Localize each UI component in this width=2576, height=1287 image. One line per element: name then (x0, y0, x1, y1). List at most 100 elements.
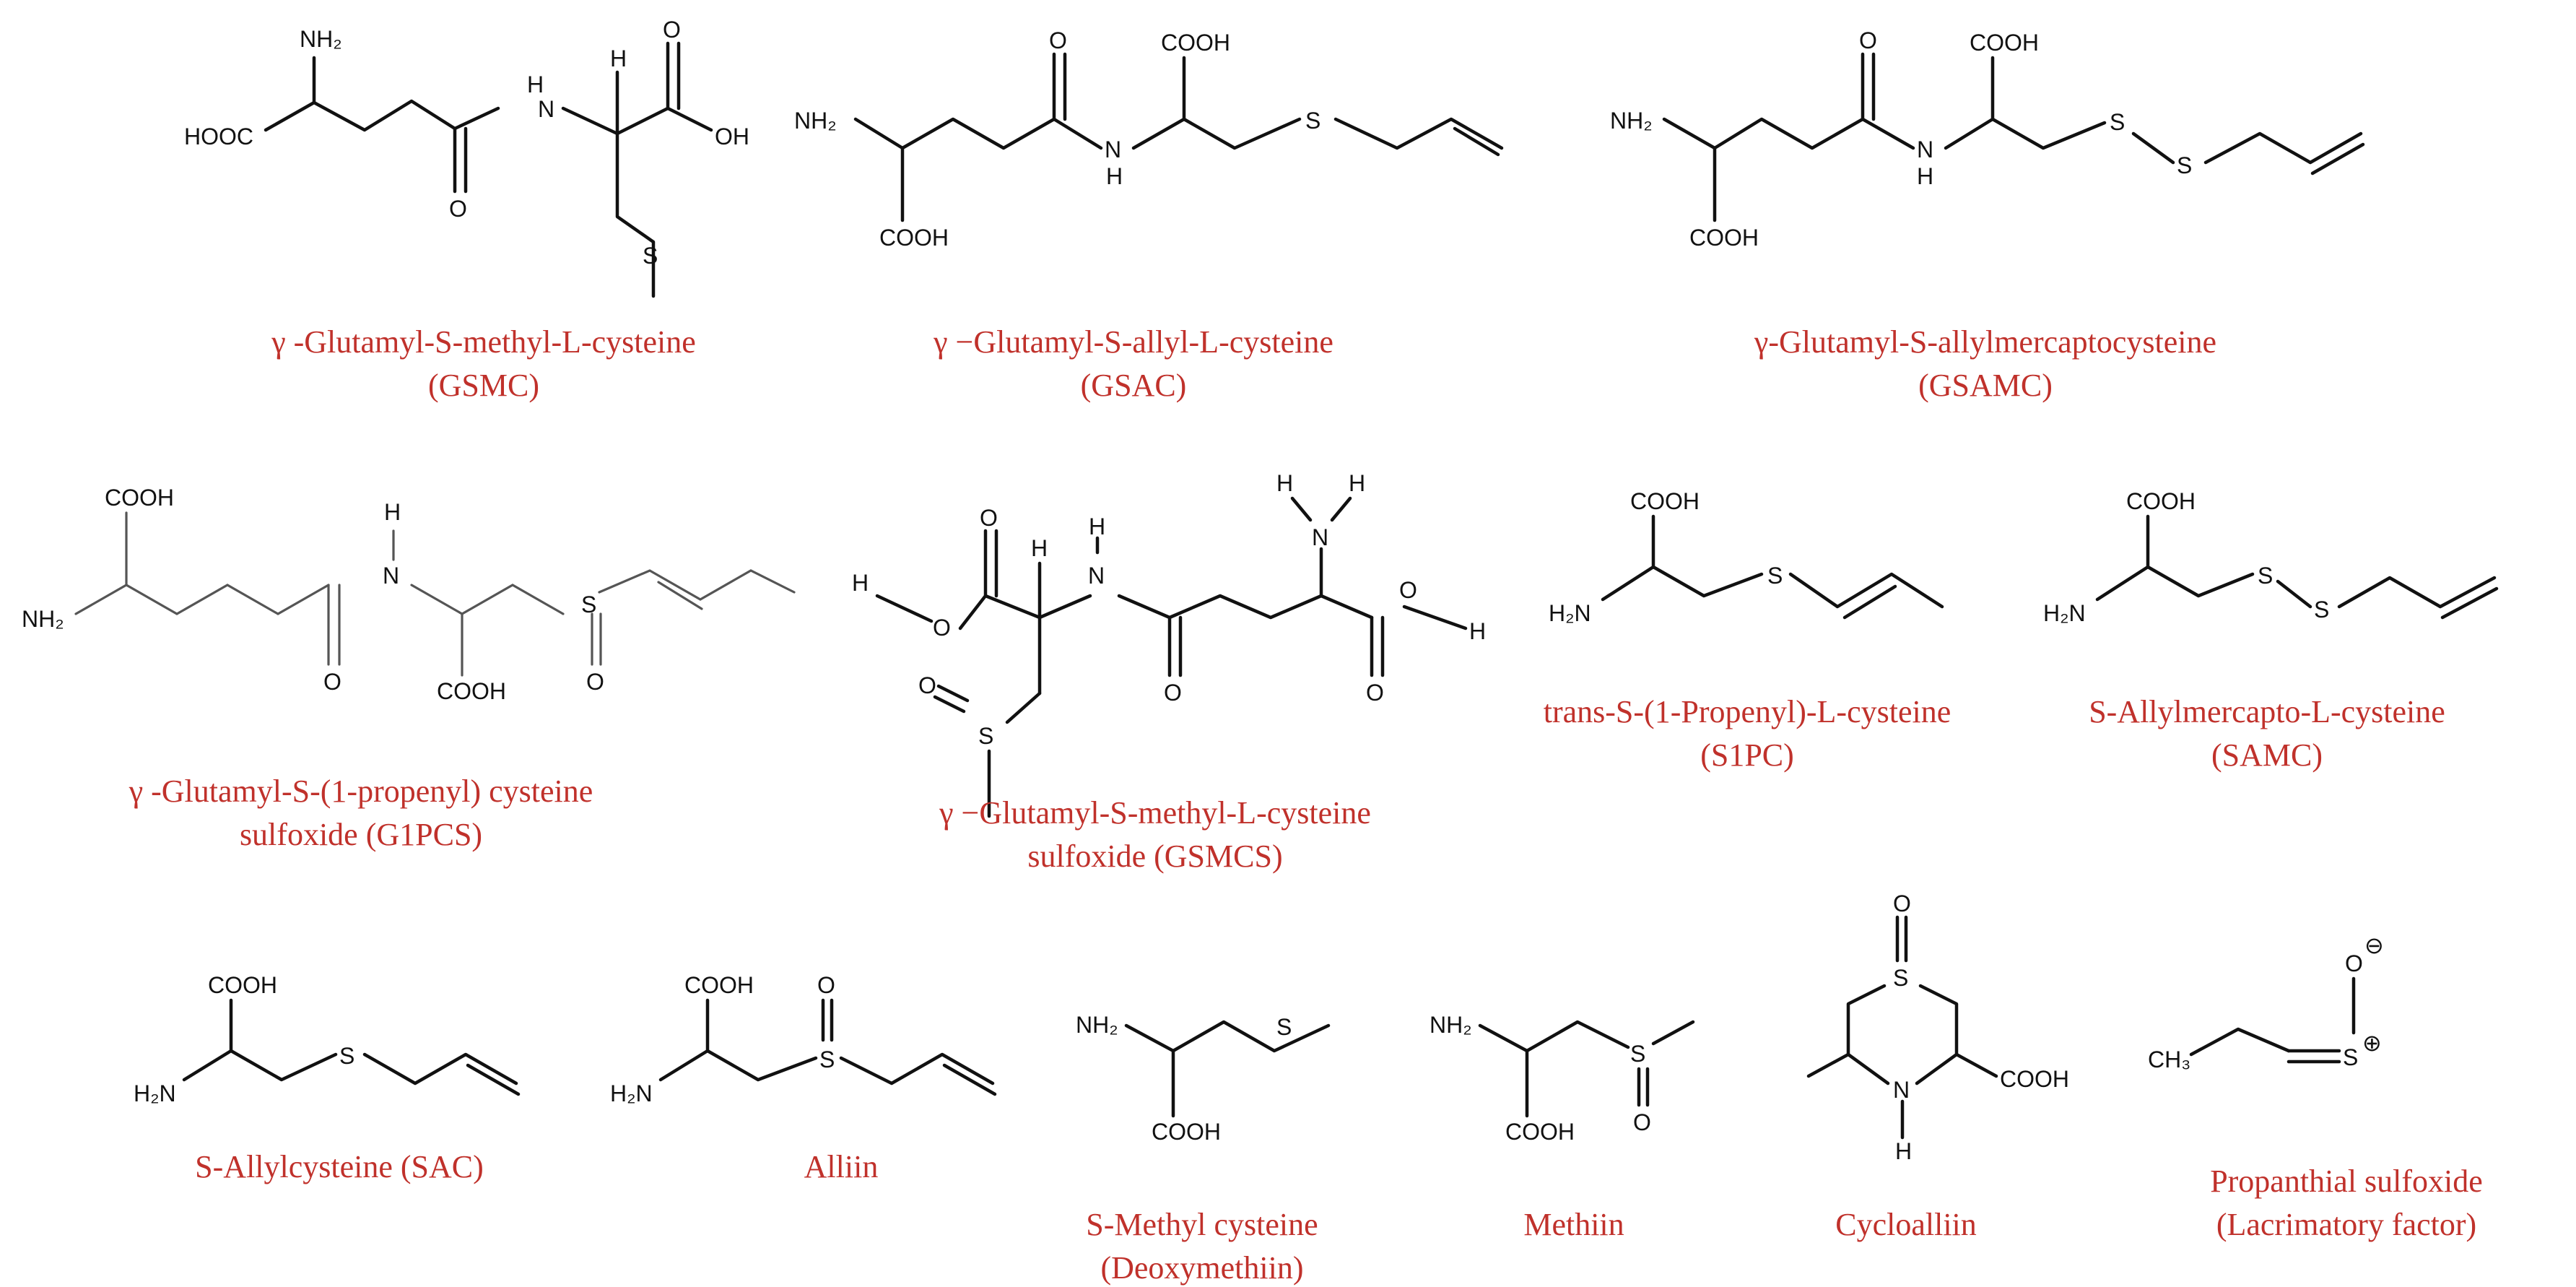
atom-o: O (817, 972, 835, 998)
structure-propanthial-sulfoxide: CH₃ S ⊕ O ⊖ (2148, 932, 2384, 1072)
atom-h: H (1917, 163, 1933, 189)
atom-nh2: NH₂ (1430, 1012, 1472, 1038)
structure-gsmc: NH₂ HOOC O N H H O OH S (184, 17, 749, 298)
atom-s: S (2177, 152, 2192, 178)
atom-s: S (2343, 1044, 2358, 1070)
atom-n: N (1312, 524, 1328, 550)
atom-h: H (1089, 514, 1105, 540)
structure-g1pcs: COOH NH₂ O H N COOH S O (22, 485, 796, 704)
caption-gsac-name: γ −Glutamyl-S-allyl-L-cysteine (933, 324, 1333, 360)
atom-s: S (1893, 965, 1908, 991)
atom-cooh: COOH (1505, 1119, 1575, 1145)
atom-hooc: HOOC (184, 124, 253, 150)
atom-h: H (527, 72, 544, 98)
atom-o: O (980, 505, 998, 531)
caption-smc-abbr: (Deoxymethiin) (1100, 1250, 1303, 1286)
caption-samc-abbr: (SAMC) (2211, 737, 2323, 773)
atom-h: H (1895, 1138, 1912, 1164)
atom-cooh: COOH (1152, 1119, 1221, 1145)
charge-plus-icon: ⊕ (2362, 1030, 2382, 1056)
caption-gsamc-abbr: (GSAMC) (1918, 368, 2053, 403)
atom-nh2: NH₂ (300, 26, 342, 52)
atom-ch3: CH₃ (2148, 1046, 2190, 1072)
atom-o: O (1399, 577, 1417, 603)
caption-s1pc-name: trans-S-(1-Propenyl)-L-cysteine (1544, 694, 1951, 729)
atom-o: O (933, 615, 951, 641)
caption-cycloalliin-name: Cycloalliin (1835, 1207, 1977, 1242)
caption-s1pc-abbr: (S1PC) (1700, 737, 1794, 773)
atom-s: S (819, 1046, 835, 1072)
atom-s: S (2258, 563, 2273, 589)
structure-cycloalliin: O S N H COOH (1806, 890, 2069, 1164)
atom-oh: OH (715, 124, 749, 150)
caption-gsamc-name: γ-Glutamyl-S-allylmercaptocysteine (1754, 324, 2216, 360)
atom-nh2: NH₂ (794, 108, 837, 134)
charge-minus-icon: ⊖ (2364, 932, 2384, 958)
atom-s: S (1630, 1041, 1645, 1067)
atom-o: O (586, 669, 604, 695)
atom-cooh: COOH (2126, 488, 2196, 514)
caption-gsmc-abbr: (GSMC) (428, 368, 539, 403)
atom-cooh: COOH (2000, 1066, 2069, 1092)
atom-s: S (2314, 597, 2329, 623)
atom-nh2: NH₂ (22, 606, 64, 632)
atom-cooh: COOH (437, 678, 506, 704)
atom-s: S (978, 723, 993, 749)
structure-gsmcs: H O O H H N O H H N O O H O S (852, 470, 1486, 818)
atom-n: N (1088, 563, 1105, 589)
atom-h: H (1276, 470, 1293, 496)
atom-nh2: NH₂ (1076, 1012, 1118, 1038)
structure-smc: NH₂ COOH S (1076, 1012, 1331, 1145)
atom-o: O (1164, 680, 1182, 706)
structure-gsamc: NH₂ COOH O N H COOH S S (1610, 27, 2365, 251)
caption-gsmcs-name: γ −Glutamyl-S-methyl-L-cysteine (939, 795, 1371, 831)
atom-o: O (1859, 27, 1877, 53)
caption-smc-name: S-Methyl cysteine (1086, 1207, 1318, 1242)
atom-o: O (1366, 680, 1384, 706)
atom-o: O (663, 17, 681, 43)
atom-s: S (1305, 108, 1320, 134)
structure-s1pc: COOH H₂N S (1549, 488, 1944, 626)
atom-n: N (383, 563, 399, 589)
atom-o: O (918, 672, 936, 698)
atom-n: N (538, 96, 554, 122)
atom-n: N (1917, 136, 1933, 162)
atom-h: H (384, 499, 401, 525)
caption-psulf-name: Propanthial sulfoxide (2210, 1164, 2483, 1199)
atom-h: H (1349, 470, 1365, 496)
atom-cooh: COOH (208, 972, 277, 998)
structure-sac: COOH H₂N S (134, 972, 521, 1106)
caption-gsmc-name: γ -Glutamyl-S-methyl-L-cysteine (271, 324, 696, 360)
atom-nh2: NH₂ (1610, 108, 1653, 134)
caption-gsac-abbr: (GSAC) (1081, 368, 1187, 403)
atom-cooh: COOH (105, 485, 174, 511)
atom-h2n: H₂N (134, 1080, 176, 1106)
atom-o: O (323, 669, 341, 695)
atom-h: H (1031, 535, 1048, 561)
caption-psulf-abbr: (Lacrimatory factor) (2216, 1207, 2476, 1242)
atom-s: S (1276, 1014, 1292, 1040)
caption-g1pcs-name: γ -Glutamyl-S-(1-propenyl) cysteine (129, 774, 593, 809)
atom-n: N (1105, 136, 1121, 162)
atom-h: H (610, 46, 627, 72)
atom-cooh: COOH (879, 225, 949, 251)
atom-s: S (2110, 109, 2125, 135)
caption-alliin-name: Alliin (804, 1149, 879, 1184)
structure-samc: COOH H₂N S S (2043, 488, 2499, 626)
caption-sac-name: S-Allylcysteine (SAC) (195, 1149, 484, 1184)
atom-h2n: H₂N (1549, 600, 1591, 626)
atom-o: O (1633, 1109, 1651, 1135)
atom-cooh: COOH (1161, 30, 1230, 56)
atom-h2n: H₂N (2043, 600, 2086, 626)
structure-methiin: NH₂ COOH S O (1430, 1012, 1695, 1145)
atom-n: N (1893, 1077, 1910, 1103)
atom-h: H (1469, 618, 1486, 644)
caption-gsmcs-abbr: sulfoxide (GSMCS) (1027, 838, 1282, 874)
atom-o: O (1893, 890, 1911, 916)
atom-cooh: COOH (1630, 488, 1700, 514)
atom-cooh: COOH (1970, 30, 2039, 56)
atom-h: H (852, 570, 869, 596)
atom-o: O (2345, 950, 2363, 976)
structure-alliin: COOH H₂N O S (610, 972, 997, 1106)
